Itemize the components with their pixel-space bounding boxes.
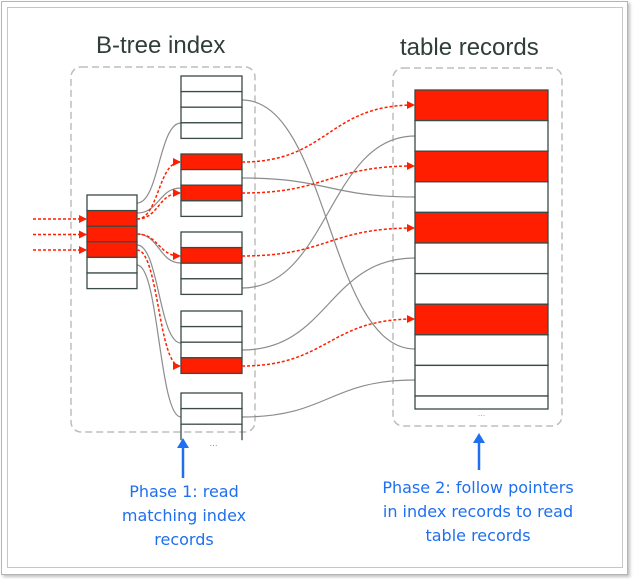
- btree-index-title: B-tree index: [96, 32, 226, 59]
- phase2-line-1: Phase 2: follow pointers: [382, 478, 574, 497]
- leaf-record-matched: [180, 357, 243, 375]
- root-record: [86, 194, 138, 212]
- matched-child-arrow: [136, 158, 181, 220]
- phase2-annotation: Phase 2: follow pointers in index record…: [350, 476, 606, 548]
- leaf-record-matched: [180, 246, 243, 264]
- phase2-arrowhead: [473, 433, 485, 443]
- table-record-matched: [414, 211, 549, 244]
- matched-child-arrow: [136, 189, 181, 220]
- table-record: [414, 242, 549, 275]
- leaf-record: [180, 325, 243, 343]
- matched-row-arrow: [241, 101, 415, 163]
- phase2-line-2: in index records to read: [382, 502, 574, 521]
- table-record: [414, 334, 549, 367]
- table-record-matched: [414, 89, 549, 122]
- table-record: [414, 181, 549, 214]
- phase2-line-3: table records: [425, 526, 531, 545]
- leaf-record: [180, 262, 243, 280]
- leaf-record: [180, 122, 243, 140]
- phase1-annotation: Phase 1: read matching index records: [96, 480, 272, 552]
- leaf-record: [180, 231, 243, 249]
- table-ellipsis: ...: [478, 408, 486, 418]
- leaf-record-matched: [180, 153, 243, 171]
- leaf-record: [180, 341, 243, 359]
- root-record-matched: [86, 225, 138, 243]
- leaf-record: [180, 75, 243, 93]
- table-record-matched: [414, 150, 549, 183]
- phase1-line-2: matching index: [121, 506, 247, 525]
- table-records-title: table records: [400, 34, 539, 61]
- root-record-matched: [86, 209, 138, 227]
- leaf-record: [180, 106, 243, 124]
- row-pointer-line: [241, 177, 416, 198]
- phase1-line-1: Phase 1: read: [129, 482, 239, 501]
- table-record: [414, 395, 549, 410]
- matched-row-arrow: [241, 315, 415, 367]
- row-pointer-line: [241, 135, 416, 289]
- leaf-record: [180, 168, 243, 186]
- child-pointer-line: [136, 264, 182, 418]
- table-record: [414, 272, 549, 305]
- row-pointer-line: [241, 99, 416, 350]
- table-record-matched: [414, 303, 549, 336]
- matched-row-arrow: [241, 162, 415, 194]
- child-pointer-line: [136, 187, 182, 214]
- matched-row-arrow: [241, 224, 415, 257]
- phase1-arrowhead: [177, 438, 189, 448]
- matched-child-arrow: [136, 233, 181, 260]
- root-record: [86, 272, 138, 290]
- matched-child-arrow: [136, 249, 181, 370]
- child-pointer-line: [136, 122, 182, 204]
- leaf-record: [180, 278, 243, 296]
- phase1-line-3: records: [154, 530, 214, 549]
- child-pointer-line: [136, 244, 182, 344]
- row-pointer-line: [241, 379, 416, 418]
- leaf-record: [180, 310, 243, 328]
- root-record-matched: [86, 241, 138, 259]
- row-pointer-line: [241, 257, 416, 351]
- leaf-ellipsis: ...: [209, 438, 217, 449]
- root-record: [86, 256, 138, 274]
- table-record: [414, 364, 549, 397]
- leaf-record: [180, 407, 243, 425]
- leaf-record-matched: [180, 184, 243, 202]
- table-record: [414, 119, 549, 152]
- leaf-record: [180, 90, 243, 108]
- table-container: [392, 67, 563, 427]
- leaf-record: [180, 392, 243, 410]
- leaf-record: [180, 200, 243, 218]
